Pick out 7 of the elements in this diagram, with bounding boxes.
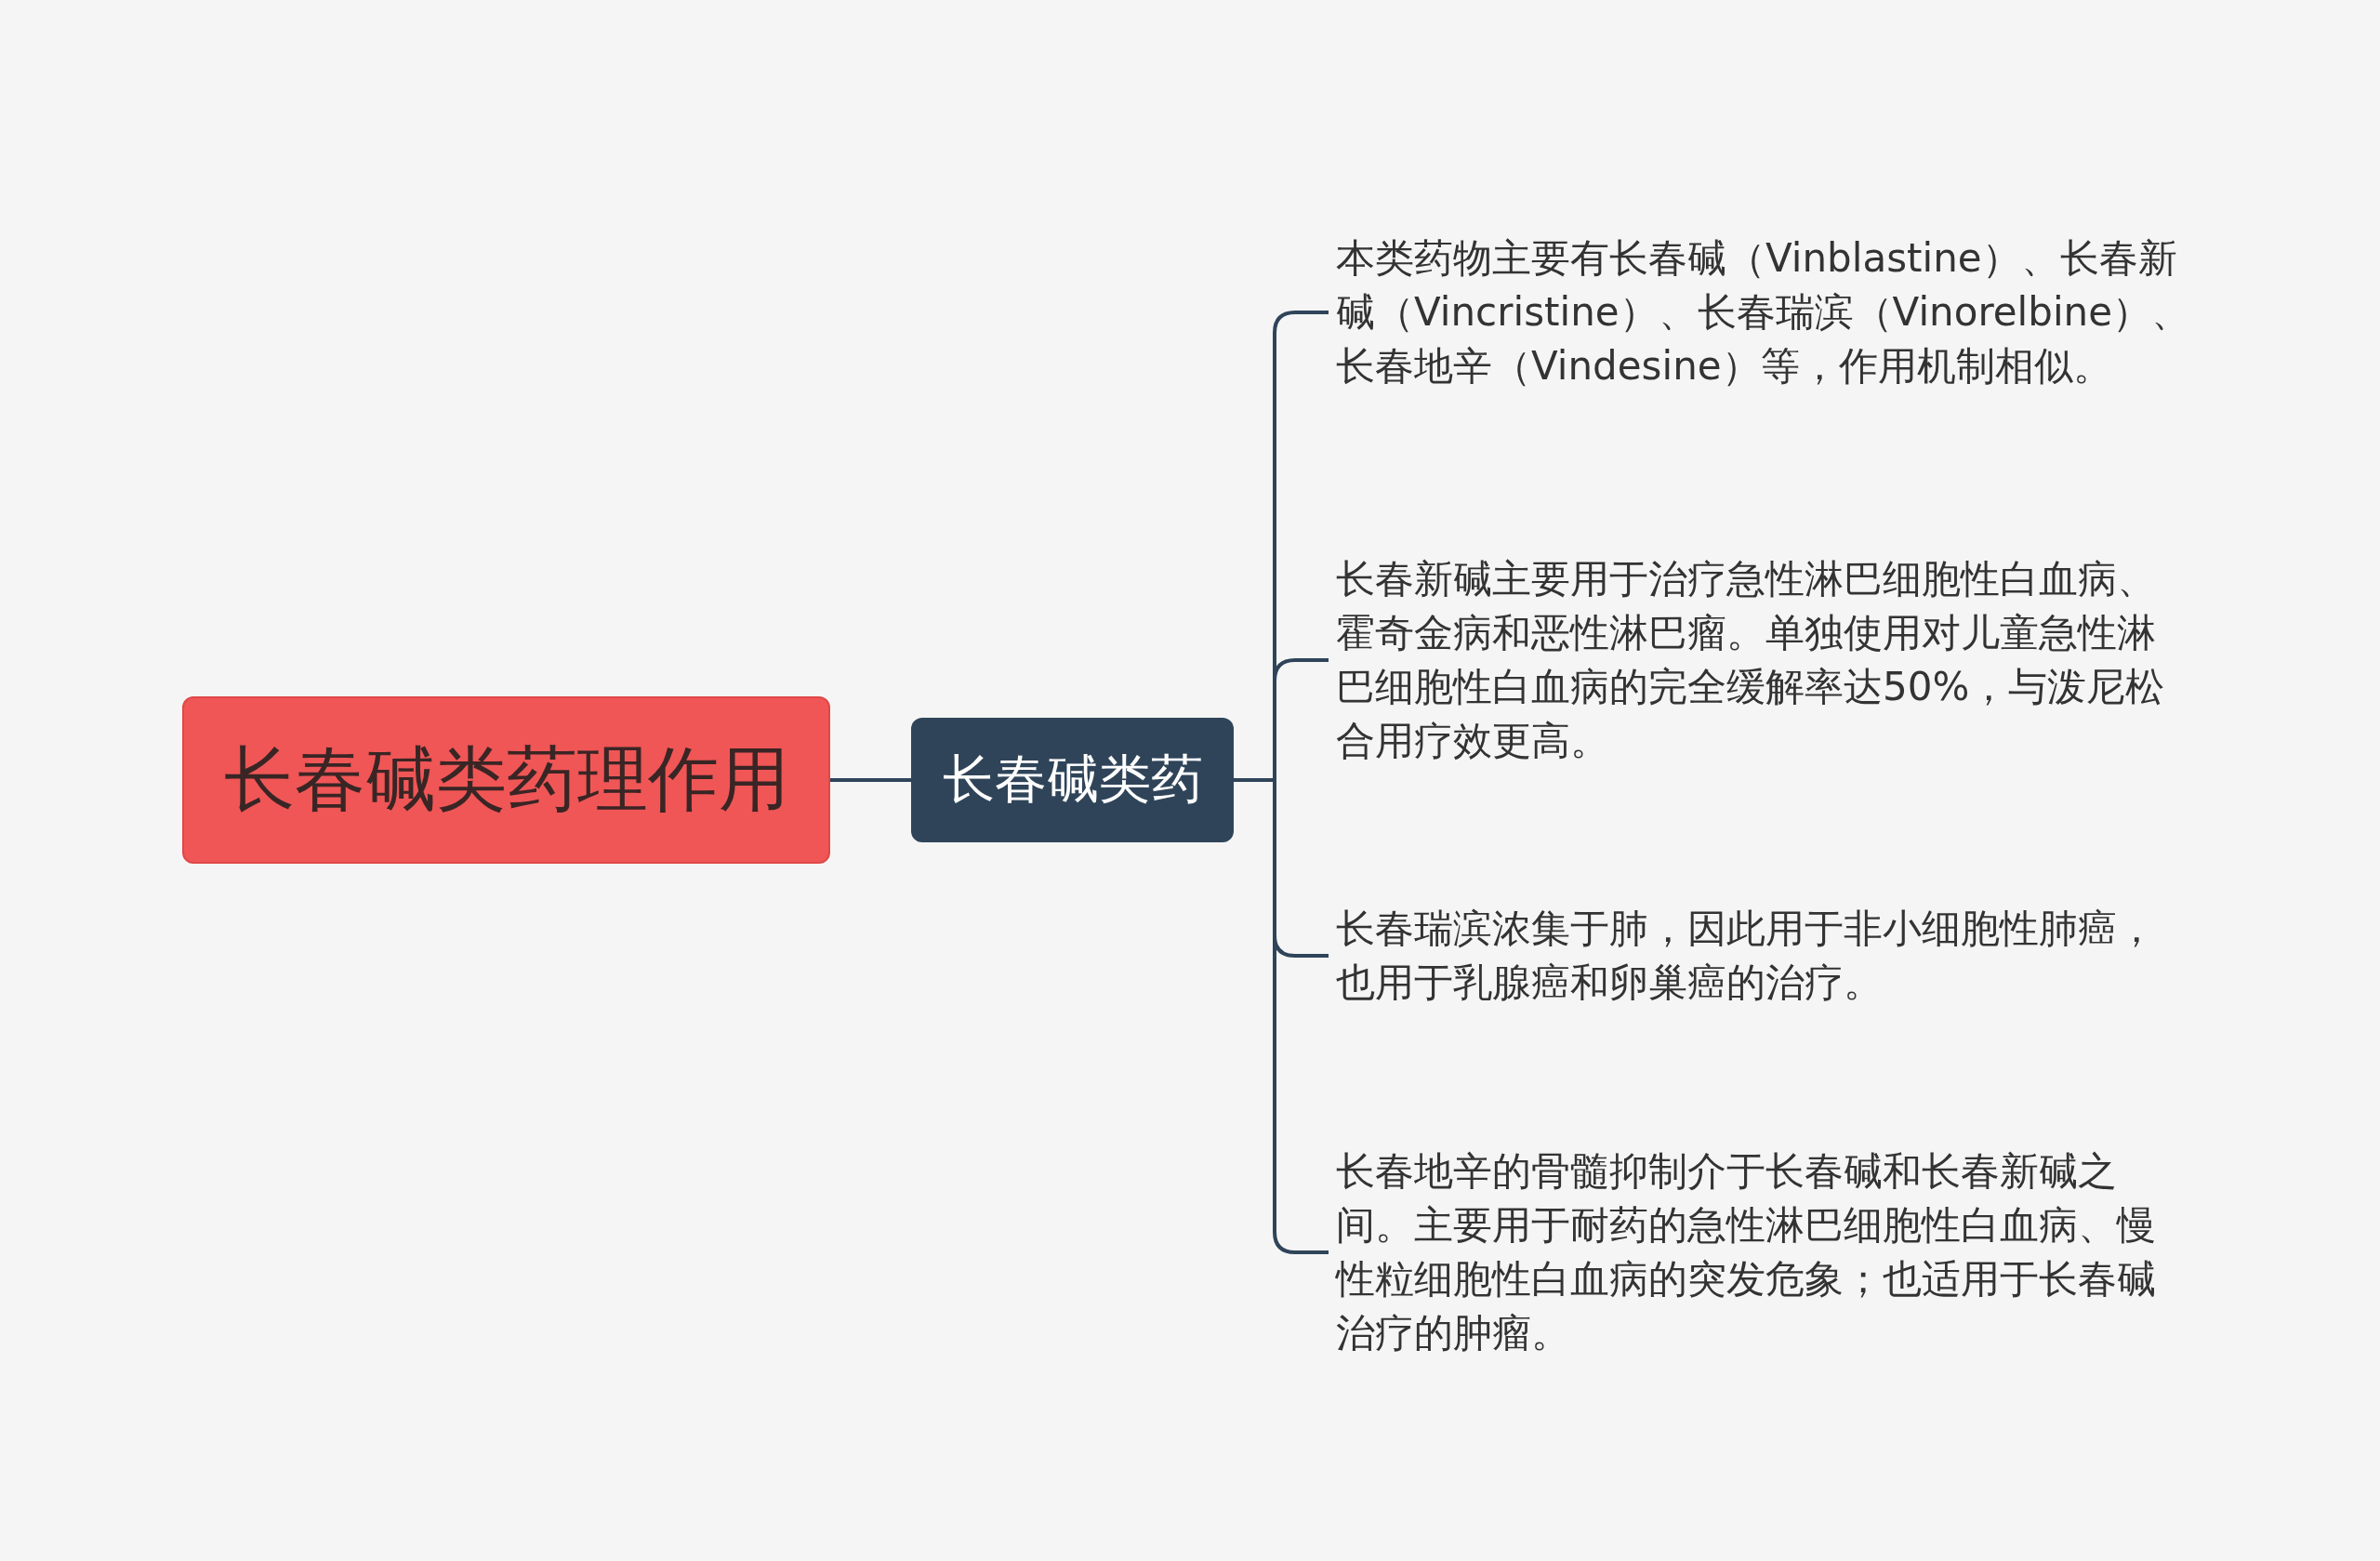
- branch-topic-box: 长春碱类药: [911, 718, 1234, 842]
- leaf-text: 长春瑞滨浓集于肺，因此用于非小细胞性肺癌，也用于乳腺癌和卵巢癌的治疗。: [1336, 902, 2191, 1010]
- leaf-text: 长春新碱主要用于治疗急性淋巴细胞性白血病、霍奇金病和恶性淋巴瘤。单独使用对儿童急性淋巴细胞性白血病的完全缓解率达50%，与泼尼松合用疗效更高。: [1336, 552, 2191, 768]
- connector-line: [830, 778, 911, 782]
- leaf-text: 本类药物主要有长春碱（Vinblastine）、长春新碱（Vincristine）、长春瑞滨（Vinorelbine）、长春地辛（Vindesine）等，作用机制相似。: [1336, 232, 2191, 393]
- root-topic-box: 长春碱类药理作用: [182, 696, 830, 864]
- leaf-text: 长春地辛的骨髓抑制介于长春碱和长春新碱之间。主要用于耐药的急性淋巴细胞性白血病、慢性粒细胞性白血病的突发危象；也适用于长春碱治疗的肿瘤。: [1336, 1144, 2191, 1360]
